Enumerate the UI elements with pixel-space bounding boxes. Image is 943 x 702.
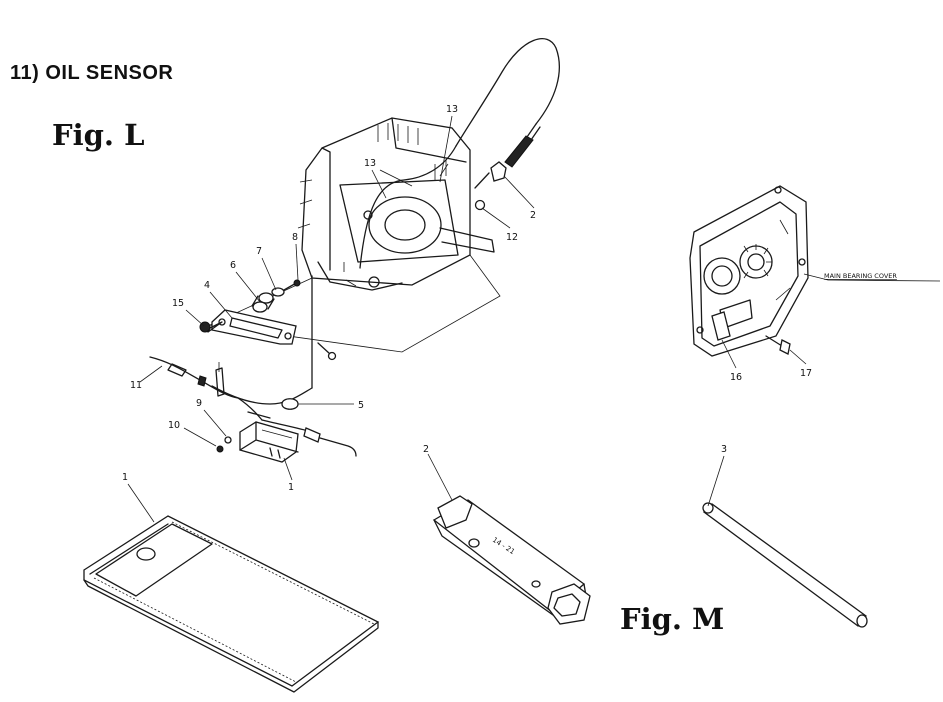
spacer-collar-bolt: [251, 279, 301, 313]
callout-7: 7: [256, 246, 262, 257]
callout-13-upper: 13: [446, 104, 458, 115]
callout-13-lower: 13: [364, 158, 376, 169]
callout-5: 5: [358, 400, 364, 411]
engine-crankcase: [297, 117, 495, 291]
box-wrench: 14 - 21: [432, 495, 591, 625]
oil-sensor-unit: [216, 421, 299, 463]
callout-8: 8: [292, 232, 298, 243]
callout-1-sensor: 1: [288, 482, 294, 493]
callout-16: 16: [730, 372, 742, 383]
tool-bag: [83, 515, 380, 693]
leader-lines: [127, 115, 807, 523]
callout-1-bag: 1: [122, 472, 128, 483]
callout-15: 15: [172, 298, 184, 309]
callout-11: 11: [130, 380, 142, 391]
callout-12: 12: [506, 232, 518, 243]
sensor-wiring-harness: [149, 275, 357, 457]
oil-sensor-fitting: [359, 38, 560, 269]
section-title: 11) OIL SENSOR: [10, 62, 174, 84]
callout-3: 3: [721, 444, 727, 455]
callout-10: 10: [168, 420, 180, 431]
figure-label-m: Fig. M: [620, 602, 725, 636]
callout-2-fitting: 2: [530, 210, 536, 221]
callout-4: 4: [204, 280, 210, 291]
callout-6: 6: [230, 260, 236, 271]
callout-17: 17: [800, 368, 812, 379]
tommy-bar: [702, 502, 868, 628]
sensor-bracket: [199, 309, 297, 345]
main-bearing-cover: [689, 185, 941, 357]
assembly-plane: [208, 254, 501, 353]
figure-label-l: Fig. L: [52, 118, 145, 152]
main-bearing-cover-label: MAIN BEARING COVER: [824, 272, 897, 280]
callout-9: 9: [196, 398, 202, 409]
bracket-screw: [317, 342, 331, 355]
callout-2-wrench: 2: [423, 444, 429, 455]
